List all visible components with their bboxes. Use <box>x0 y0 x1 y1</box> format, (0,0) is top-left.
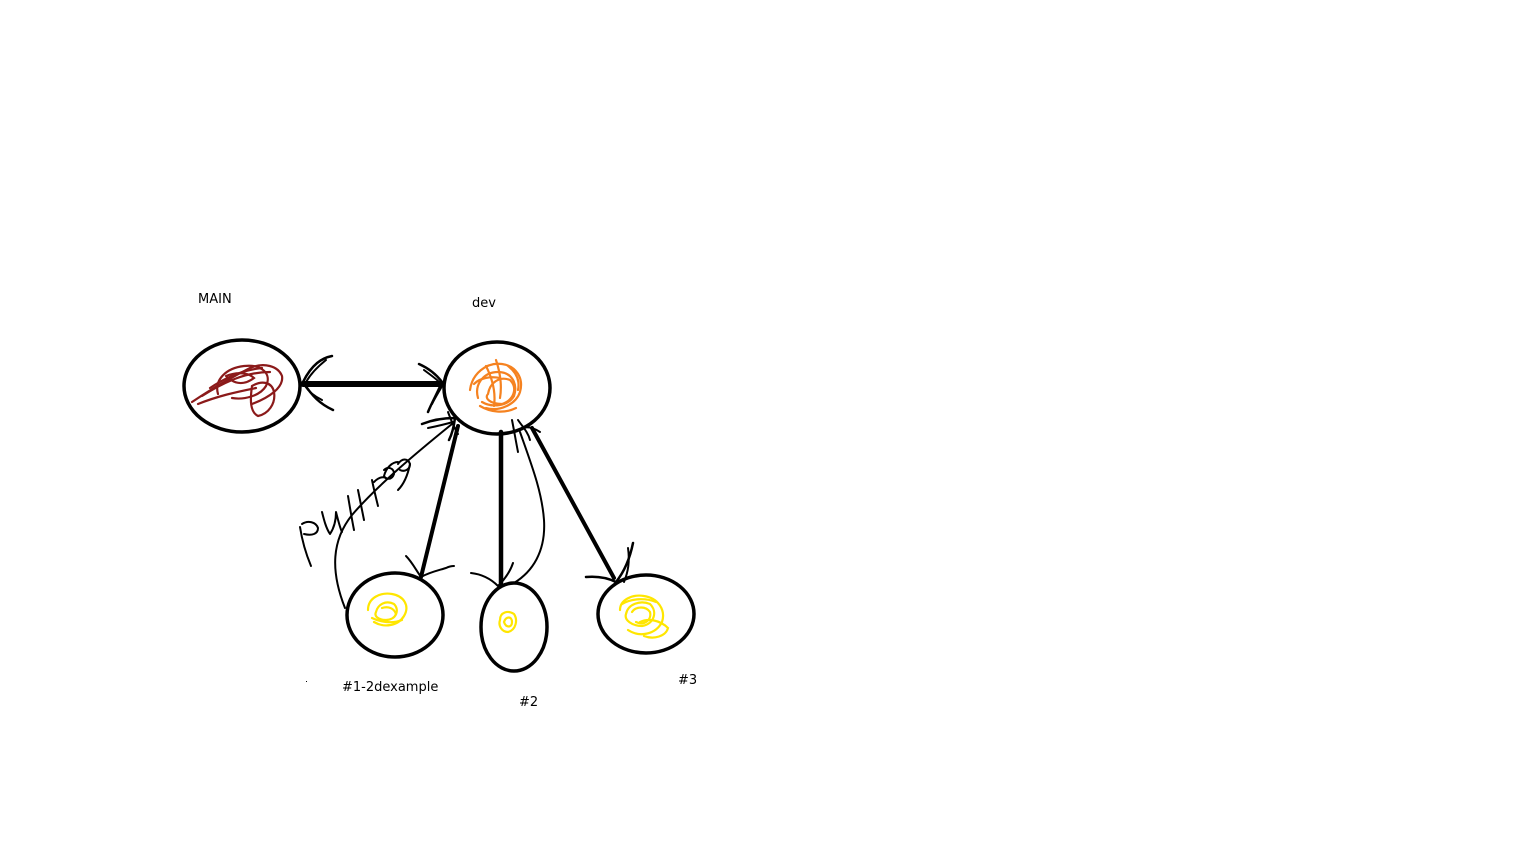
node-dev[interactable] <box>442 340 552 436</box>
node-n2[interactable] <box>479 581 549 673</box>
node-n3[interactable] <box>596 573 696 655</box>
main-scribble <box>190 364 284 418</box>
node-label-main: MAIN <box>198 292 232 307</box>
node-main[interactable] <box>182 338 302 434</box>
edge-main-dev <box>300 354 444 414</box>
edge-dev-n2 <box>470 429 514 587</box>
node-label-n2: #2 <box>519 695 539 710</box>
node-label-n3: #3 <box>678 673 698 688</box>
n2-scribble <box>498 610 518 634</box>
stray-dot <box>306 681 307 682</box>
handwritten-pull-req-note <box>299 458 411 567</box>
node-label-dev: dev <box>472 296 496 311</box>
n3-scribble <box>618 594 670 639</box>
edge-dev-n3 <box>521 426 635 584</box>
node-n1[interactable] <box>345 571 445 659</box>
dev-scribble <box>468 358 523 413</box>
n1-scribble <box>366 592 408 627</box>
node-label-n1: #1-2dexample <box>342 680 439 695</box>
